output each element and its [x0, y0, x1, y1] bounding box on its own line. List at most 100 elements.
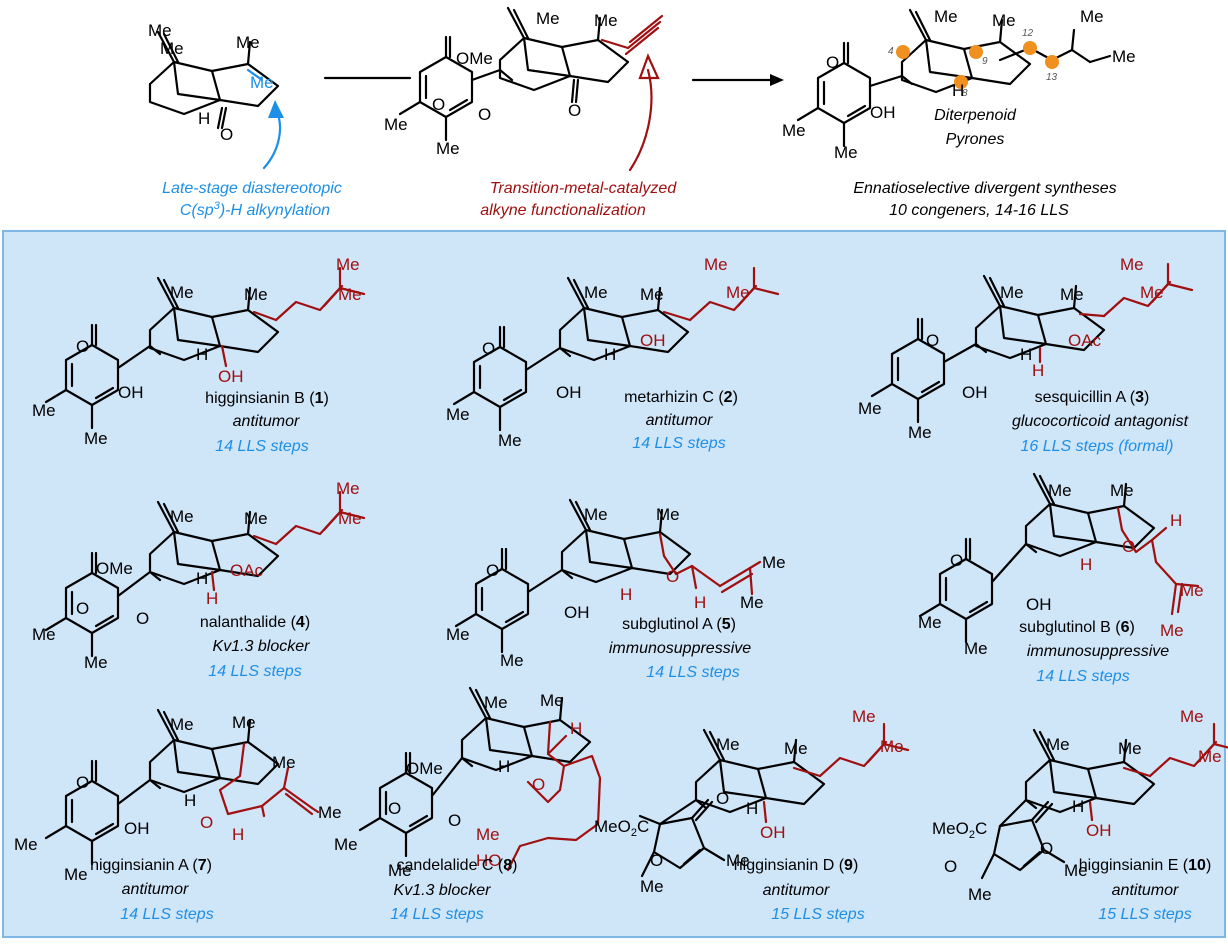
svg-text:Me: Me: [594, 11, 618, 30]
svg-text:Me: Me: [84, 429, 108, 448]
svg-text:Me: Me: [446, 405, 470, 424]
svg-text:O: O: [388, 799, 401, 818]
svg-text:O: O: [666, 567, 679, 586]
svg-text:Me: Me: [84, 653, 108, 672]
compound-7-activity: antitumor: [122, 881, 189, 898]
compound-6-name: subglutinol B (6): [1019, 619, 1135, 636]
svg-text:Me: Me: [1060, 285, 1084, 304]
compound-3-structure: Me Me Me Me H OAc H O OH Me Me: [858, 255, 1194, 442]
compound-7-name: higginsianin A (7): [90, 857, 212, 874]
svg-text:Me: Me: [170, 283, 194, 302]
svg-text:Me: Me: [476, 825, 500, 844]
compound-10-activity: antitumor: [1112, 882, 1179, 899]
compound-10-structure: Me Me Me Me H OH MeO2C O O Me Me: [932, 707, 1228, 904]
svg-text:O: O: [944, 857, 957, 876]
svg-text:Me: Me: [536, 9, 560, 28]
svg-text:H: H: [1032, 361, 1044, 380]
compound-5-name: subglutinol A (5): [622, 616, 736, 633]
compound-8-structure: Me Me H O Me HO H OMe O O Me Me: [334, 686, 602, 880]
svg-text:Me: Me: [540, 691, 564, 710]
compound-3-name: sesquicillin A (3): [1035, 389, 1150, 406]
svg-text:O: O: [650, 851, 663, 870]
svg-text:Me: Me: [272, 753, 296, 772]
svg-text:H: H: [570, 719, 582, 738]
summary-line-2: 10 congeners, 14-16 LLS: [889, 202, 1069, 219]
diterpenoid-pyrone-target: 4 9 8 12 13 Me Me Me Me H O OH Me Me: [782, 7, 1136, 162]
svg-text:Me: Me: [1160, 621, 1184, 640]
svg-text:Me: Me: [1112, 47, 1136, 66]
svg-text:O: O: [200, 813, 213, 832]
svg-text:Me: Me: [1118, 739, 1142, 758]
svg-text:O: O: [478, 105, 491, 124]
svg-text:4: 4: [888, 46, 894, 57]
svg-text:OH: OH: [962, 383, 988, 402]
compound-8-activity: Kv1.3 blocker: [394, 882, 492, 899]
compound-9-activity: antitumor: [763, 882, 830, 899]
svg-text:O: O: [432, 95, 445, 114]
svg-text:OH: OH: [556, 383, 582, 402]
compound-2-structure: Me Me Me Me H OH O OH Me Me: [446, 255, 780, 450]
compound-3-activity: glucocorticoid antagonist: [1012, 413, 1189, 430]
compound-9-structure: Me Me Me Me H OH MeO2C O O Me Me: [594, 707, 910, 896]
svg-text:Me: Me: [858, 399, 882, 418]
compound-5-structure: Me Me Me Me O H H O OH Me Me: [446, 498, 786, 670]
svg-text:9: 9: [982, 56, 988, 67]
svg-text:OAc: OAc: [1068, 331, 1102, 350]
compound-9-name: higginsianin D (9): [734, 857, 859, 874]
compound-5-steps: 14 LLS steps: [646, 664, 739, 681]
compound-1-name: higginsianin B (1): [205, 390, 329, 407]
svg-text:OH: OH: [870, 103, 896, 122]
svg-text:Me: Me: [968, 885, 992, 904]
svg-text:Me: Me: [918, 613, 942, 632]
svg-text:Me: Me: [500, 651, 524, 670]
svg-text:Me: Me: [656, 505, 680, 524]
svg-text:Me: Me: [992, 11, 1016, 30]
compound-1-structure: Me Me Me Me H OH O OH Me Me: [32, 255, 366, 448]
svg-text:Me: Me: [1180, 707, 1204, 726]
svg-text:Me: Me: [1198, 747, 1222, 766]
svg-text:O: O: [826, 53, 839, 72]
natural-products-panel: [2, 230, 1226, 938]
compound-10-name: higginsianin E (10): [1079, 857, 1212, 874]
svg-text:H: H: [196, 345, 208, 364]
svg-text:H: H: [1072, 797, 1084, 816]
svg-text:Me: Me: [784, 739, 808, 758]
svg-text:Me: Me: [880, 737, 904, 756]
svg-text:O: O: [448, 811, 461, 830]
svg-text:Me: Me: [232, 713, 256, 732]
svg-text:OMe: OMe: [456, 49, 493, 68]
svg-text:H: H: [206, 589, 218, 608]
svg-text:Me: Me: [336, 255, 360, 274]
svg-text:Me: Me: [250, 73, 274, 92]
svg-text:O: O: [1040, 839, 1053, 858]
compound-7-structure: Me Me Me Me H O H O OH Me Me: [14, 708, 342, 884]
summary-line-1: Ennatioselective divergent syntheses: [853, 180, 1116, 197]
svg-text:Me: Me: [388, 861, 412, 880]
svg-text:Me: Me: [338, 285, 362, 304]
compound-4-name: nalanthalide (4): [200, 614, 310, 631]
compound-7-steps: 14 LLS steps: [120, 906, 213, 923]
svg-text:Me: Me: [170, 715, 194, 734]
svg-text:O: O: [76, 337, 89, 356]
svg-text:OAc: OAc: [230, 561, 264, 580]
compound-4-activity: Kv1.3 blocker: [213, 638, 311, 655]
svg-text:H: H: [198, 109, 210, 128]
svg-text:Me: Me: [762, 553, 786, 572]
svg-text:H: H: [604, 345, 616, 364]
svg-text:Me: Me: [1120, 255, 1144, 274]
compound-2-steps: 14 LLS steps: [632, 435, 725, 452]
svg-text:Me: Me: [584, 283, 608, 302]
svg-text:O: O: [76, 599, 89, 618]
svg-text:Me: Me: [640, 877, 664, 896]
svg-text:Me: Me: [446, 625, 470, 644]
svg-text:H: H: [1170, 511, 1182, 530]
svg-text:H: H: [232, 825, 244, 844]
svg-text:OH: OH: [640, 331, 666, 350]
svg-text:Me: Me: [934, 7, 958, 26]
svg-text:Me: Me: [244, 285, 268, 304]
svg-text:O: O: [136, 609, 149, 628]
svg-text:H: H: [196, 569, 208, 588]
compound-4-structure: Me Me Me Me H OAc H OMe O O Me Me: [32, 479, 366, 672]
svg-text:Me: Me: [716, 735, 740, 754]
svg-text:H: H: [1080, 555, 1092, 574]
